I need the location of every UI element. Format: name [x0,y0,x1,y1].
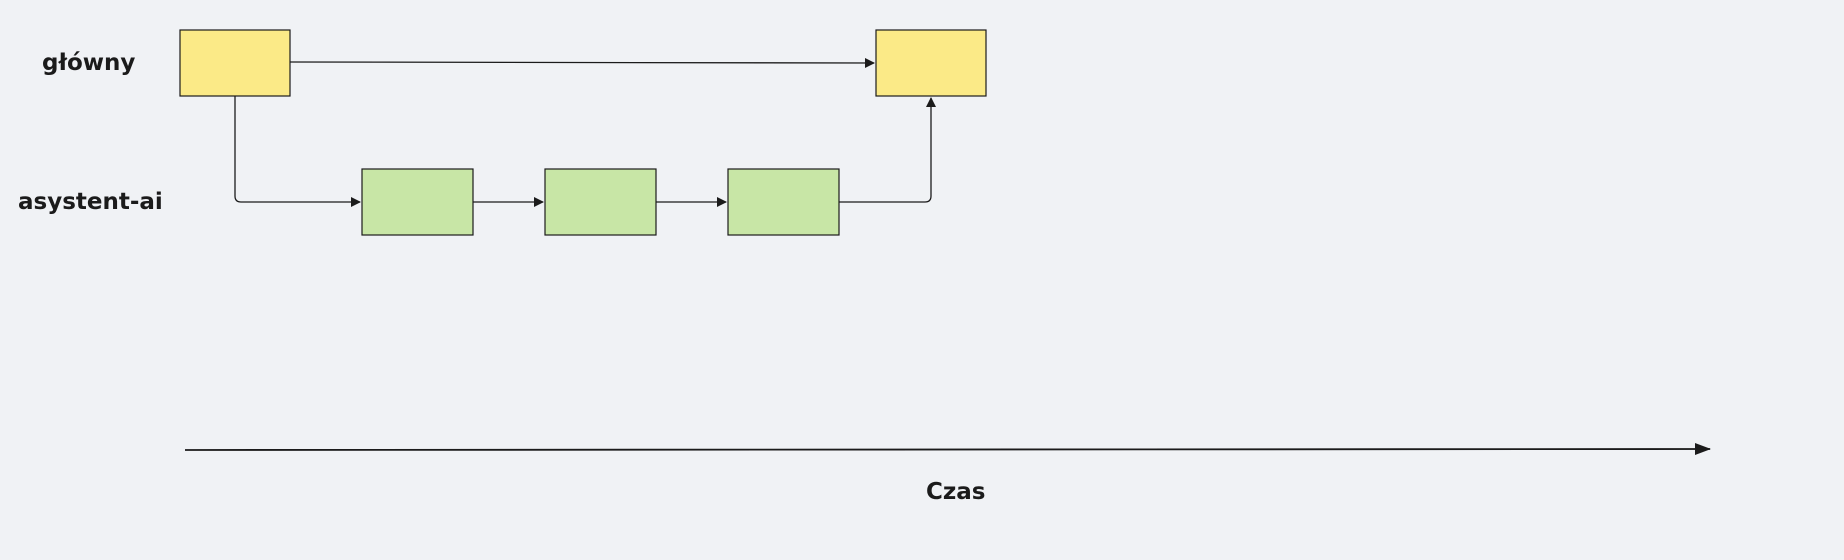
ai-commit-2 [544,168,657,236]
main-commit-start [179,29,291,97]
main-commit-merge [875,29,987,97]
ai-commit-1 [361,168,474,236]
merge-back-arrow [839,97,936,203]
branch-off-arrow [234,96,361,207]
lane-label-ai: asystent-ai [18,189,163,215]
time-axis-arrow [184,443,1711,456]
main-merge-arrow [289,57,875,68]
lane-label-main: główny [42,50,136,76]
ai-commit-3 [727,168,840,236]
time-axis-label: Czas [926,479,986,505]
